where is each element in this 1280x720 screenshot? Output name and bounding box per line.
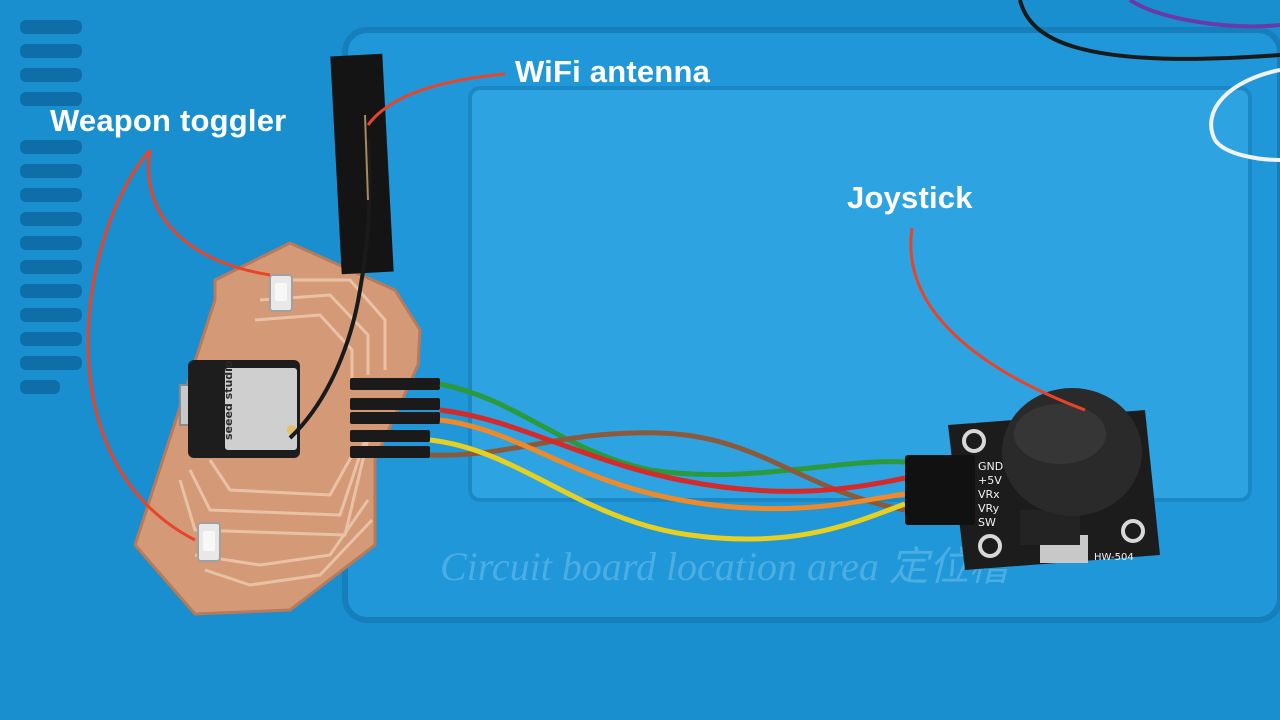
wire-yellow [429,437,906,542]
wire-brown [429,430,906,513]
mcu-brand-label: seeed studio [222,360,235,440]
toggle-switch-bottom [197,522,221,562]
wire-red [439,407,906,494]
wifi-antenna [288,53,394,440]
joystick-model-label: HW-504 [1094,552,1134,563]
callout-line-joystick [909,227,1086,412]
callout-lines [86,72,1086,542]
pin-label-vry: VRy [978,502,1000,515]
mat-engraving: Circuit board location area 定位槽 [440,544,1016,589]
callout-line-antenna [366,72,506,126]
pin-label-5v: +5V [978,474,1002,487]
joystick-module: GND +5V VRx VRy SW HW-504 [905,388,1160,570]
pin-label-vrx: VRx [978,488,1000,501]
callout-line-toggler-bottom [86,149,196,542]
bench-cables [1018,0,1280,162]
pin-label-gnd: GND [978,460,1003,473]
joystick-pin-labels: GND +5V VRx VRy SW [978,460,1003,529]
toggle-switch-top [269,274,293,312]
callout-joystick: Joystick [847,180,973,215]
wire-green [439,381,906,478]
pin-label-sw: SW [978,516,996,529]
mat-slots [20,20,82,394]
callout-wifi-antenna: WiFi antenna [515,54,711,89]
jumper-wires [429,381,906,542]
callout-weapon-toggler: Weapon toggler [50,103,287,138]
wire-orange [439,417,906,512]
callout-line-toggler-top [147,149,271,277]
xiao-mcu-module: seeed studio [179,360,300,458]
pcb-header-pins [350,378,440,458]
